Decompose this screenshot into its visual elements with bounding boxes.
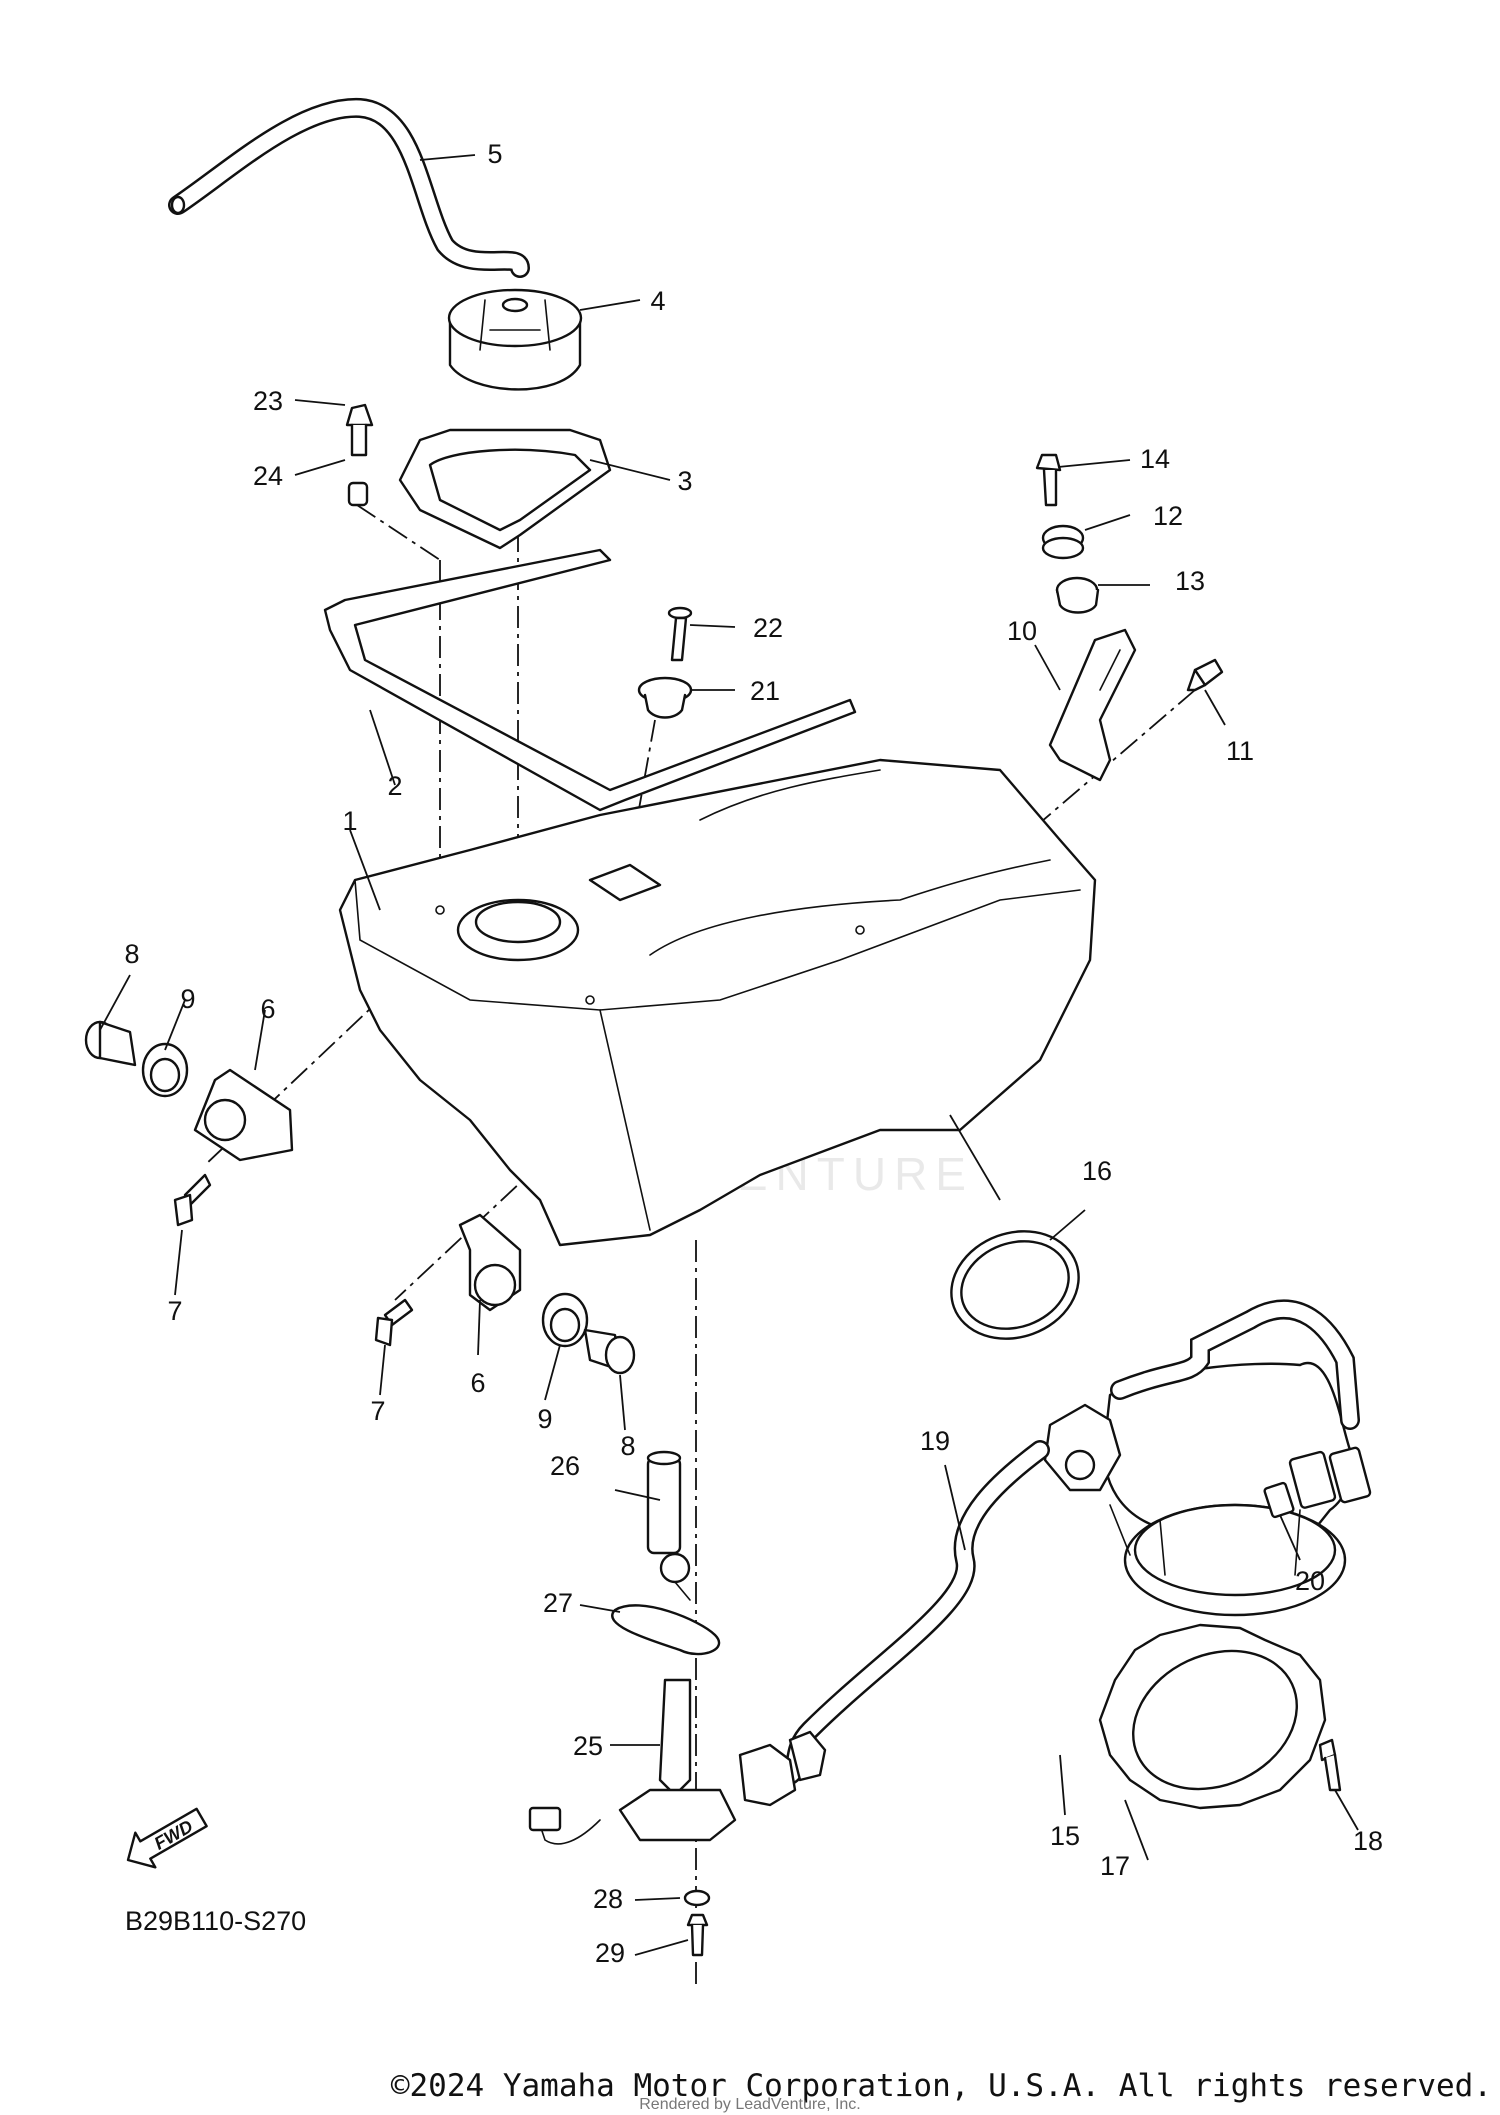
callout-11: 11: [1226, 736, 1254, 766]
bracket-10: [1048, 628, 1137, 782]
fwd-arrow-icon: FWD: [126, 1807, 208, 1869]
bolt-7-right: [374, 1298, 414, 1347]
callout-16: 16: [1082, 1156, 1112, 1186]
callout-9b: 9: [537, 1404, 552, 1434]
callout-27: 27: [543, 1588, 573, 1618]
grommet-21: [637, 676, 693, 719]
oring-27: [611, 1604, 721, 1656]
callout-6b: 6: [470, 1368, 485, 1398]
rendered-by-notice: Rendered by LeadVenture, Inc.: [639, 2096, 861, 2113]
pump-hose: [1110, 1299, 1372, 1509]
clip-20: [1263, 1481, 1295, 1519]
callout-3: 3: [677, 466, 692, 496]
callout-19: 19: [920, 1426, 950, 1456]
filler-cover: [398, 428, 612, 550]
fuel-pump: [1043, 1361, 1355, 1617]
bolt-11: [1186, 658, 1224, 692]
callout-7: 7: [167, 1296, 182, 1326]
callout-12: 12: [1153, 501, 1183, 531]
sender-26: [646, 1450, 691, 1601]
copyright-notice: ©2024 Yamaha Motor Corporation, U.S.A. A…: [390, 2068, 1492, 2104]
callout-15: 15: [1050, 1821, 1080, 1851]
callout-6: 6: [260, 994, 275, 1024]
callouts: 1 2 3 4 5 6 6 7 7 8 8 9 9 10 11 12 13 14…: [124, 139, 1383, 1968]
callout-25: 25: [573, 1731, 603, 1761]
callout-21: 21: [750, 676, 780, 706]
level-sender-25: [528, 1678, 737, 1845]
damper-9-left: [141, 1042, 189, 1098]
fuel-tank: [338, 758, 1097, 1247]
callout-5: 5: [487, 139, 502, 169]
seal-strip: [323, 548, 857, 812]
damper-13: [1055, 576, 1100, 614]
diagram-code: B29B110-S270: [125, 1906, 306, 1936]
callout-26: 26: [550, 1451, 580, 1481]
washer-28: [683, 1889, 711, 1907]
fuel-cap: [447, 288, 583, 391]
callout-24: 24: [253, 461, 283, 491]
bracket-6-left: [193, 1068, 294, 1162]
bolt-14: [1035, 453, 1062, 507]
callout-23: 23: [253, 386, 283, 416]
screw-22: [667, 606, 693, 662]
bolt-23: [345, 403, 374, 457]
callout-29: 29: [595, 1938, 625, 1968]
damper-9-right: [541, 1292, 589, 1348]
collar-8-right: [583, 1328, 636, 1375]
callout-18: 18: [1353, 1826, 1383, 1856]
callout-1: 1: [342, 806, 357, 836]
bracket-6-right: [458, 1213, 522, 1312]
gasket-16: [950, 1230, 1080, 1340]
callout-13: 13: [1175, 566, 1205, 596]
plate-17: [1098, 1623, 1327, 1810]
callout-2: 2: [387, 771, 402, 801]
collar-12: [1041, 524, 1085, 560]
callout-9: 9: [180, 984, 195, 1014]
breather-hose: [168, 97, 530, 278]
callout-7b: 7: [370, 1396, 385, 1426]
collar-8-left: [84, 1020, 137, 1067]
callout-28: 28: [593, 1884, 623, 1914]
callout-22: 22: [753, 613, 783, 643]
callout-10: 10: [1007, 616, 1037, 646]
bolt-18: [1318, 1738, 1342, 1792]
fuel-hose-19: [738, 1440, 1050, 1807]
callout-4: 4: [650, 286, 665, 316]
bolt-7-left: [173, 1173, 212, 1227]
callout-14: 14: [1140, 444, 1170, 474]
callout-17: 17: [1100, 1851, 1130, 1881]
collar-24: [347, 481, 369, 507]
callout-20: 20: [1295, 1566, 1325, 1596]
bolt-29: [686, 1913, 709, 1957]
callout-8b: 8: [620, 1431, 635, 1461]
callout-8: 8: [124, 939, 139, 969]
leader-lines: [99, 154, 1359, 1956]
